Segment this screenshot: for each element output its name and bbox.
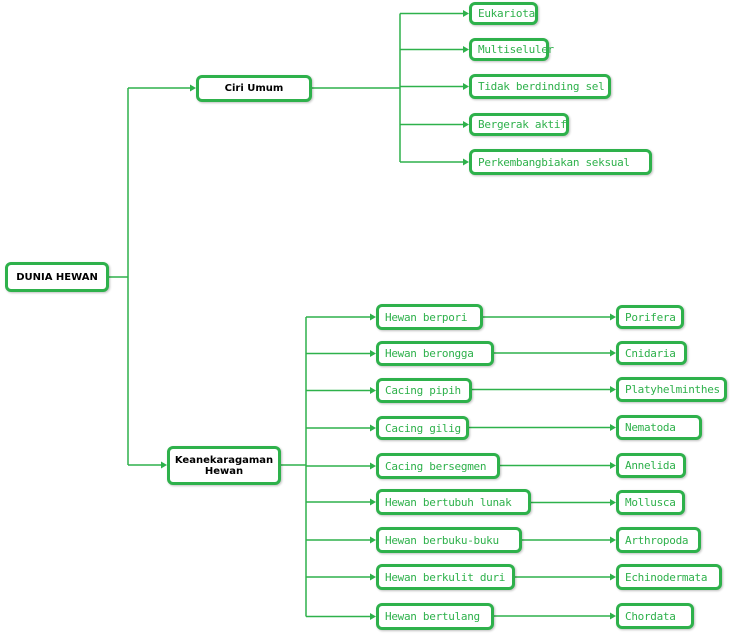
group-node: Hewan berkulit duri [376, 564, 515, 590]
phylum-node-label: Porifera [625, 310, 676, 324]
phylum-node: Echinodermata [616, 564, 722, 590]
group-branch-5-arrowhead [370, 498, 376, 506]
group-node-label: Hewan berkulit duri [385, 570, 506, 584]
group-node-label: Cacing bersegmen [385, 459, 487, 473]
group-branch-7-arrowhead [370, 573, 376, 581]
phylum-node: Platyhelminthes [616, 377, 727, 402]
group-node-label: Hewan berongga [385, 347, 474, 360]
group-node-label: Hewan berbuku-buku [385, 533, 499, 547]
phylum-node-label: Mollusca [625, 496, 676, 509]
phylum-node-label: Chordata [625, 609, 676, 623]
group-node: Hewan berongga [376, 341, 494, 366]
group-node: Cacing gilig [376, 416, 469, 440]
group-branch-4-arrowhead [370, 462, 376, 470]
group-branch-3-arrowhead [370, 424, 376, 432]
ciri-branch-3-arrowhead [463, 121, 469, 128]
group-node: Hewan berbuku-buku [376, 527, 522, 553]
phylum-node-label: Annelida [625, 459, 676, 472]
phylum-branch-8-arrowhead [610, 612, 616, 620]
ciri-item-label: Perkembangbiakan seksual [478, 155, 630, 169]
phylum-node: Annelida [616, 453, 686, 478]
group-node-label: Cacing gilig [385, 421, 461, 435]
ciri-item: Eukariota [469, 2, 538, 25]
group-branch-0-arrowhead [370, 313, 376, 321]
to-ciri-umum-arrowhead [190, 84, 196, 92]
ciri-umum-label: Ciri Umum [224, 83, 284, 94]
phylum-branch-6-arrowhead [610, 536, 616, 544]
phylum-node: Arthropoda [616, 527, 701, 553]
group-node: Hewan bertulang [376, 603, 494, 630]
group-node: Hewan berpori [376, 304, 483, 330]
phylum-node-label: Platyhelminthes [625, 383, 720, 396]
ciri-branch-4-arrowhead [463, 158, 469, 166]
phylum-node: Cnidaria [616, 341, 687, 365]
group-branch-8-arrowhead [370, 613, 376, 620]
phylum-branch-2-arrowhead [610, 386, 616, 393]
phylum-node-label: Cnidaria [625, 346, 676, 360]
root-node: DUNIA HEWAN [5, 262, 109, 292]
ciri-branch-2-arrowhead [463, 83, 469, 90]
phylum-branch-0-arrowhead [610, 313, 616, 321]
keanekaragaman-node: Keanekaragaman Hewan [167, 446, 281, 485]
group-node-label: Hewan berpori [385, 310, 468, 324]
phylum-node: Mollusca [616, 490, 685, 515]
ciri-item-label: Eukariota [478, 7, 535, 20]
group-branch-1-arrowhead [370, 350, 376, 357]
ciri-item-label: Tidak berdinding sel [478, 80, 605, 93]
ciri-item: Multiseluler [469, 38, 554, 61]
ciri-branch-1-arrowhead [463, 46, 469, 53]
keanekaragaman-label-line1: Keanekaragaman [174, 454, 274, 466]
ciri-umum-node: Ciri Umum [196, 75, 312, 102]
ciri-item: Tidak berdinding sel [469, 74, 611, 99]
phylum-node-label: Nematoda [625, 421, 676, 434]
group-node: Cacing pipih [376, 378, 472, 403]
ciri-item-label: Multiseluler [478, 43, 554, 56]
group-node-label: Cacing pipih [385, 384, 461, 397]
phylum-node-label: Arthropoda [625, 533, 689, 547]
phylum-node: Nematoda [616, 415, 702, 440]
to-keanekaragaman-arrowhead [161, 461, 167, 469]
keanekaragaman-label-line2: Hewan [204, 465, 244, 477]
phylum-node-label: Echinodermata [625, 570, 708, 584]
phylum-node: Porifera [616, 305, 684, 329]
group-node: Hewan bertubuh lunak [376, 489, 531, 515]
ciri-item: Bergerak aktif [469, 113, 569, 136]
group-node: Cacing bersegmen [376, 453, 500, 479]
root-label: DUNIA HEWAN [16, 271, 98, 283]
phylum-branch-5-arrowhead [610, 499, 616, 506]
group-branch-6-arrowhead [370, 536, 376, 544]
group-branch-2-arrowhead [370, 387, 376, 394]
ciri-item-label: Bergerak aktif [478, 118, 567, 131]
phylum-node: Chordata [616, 603, 694, 629]
ciri-branch-0-arrowhead [463, 10, 469, 17]
phylum-branch-4-arrowhead [610, 462, 616, 469]
group-node-label: Hewan bertubuh lunak [385, 495, 512, 509]
phylum-branch-3-arrowhead [610, 424, 616, 431]
group-node-label: Hewan bertulang [385, 610, 480, 623]
phylum-branch-7-arrowhead [610, 573, 616, 581]
ciri-item: Perkembangbiakan seksual [469, 149, 652, 175]
phylum-branch-1-arrowhead [610, 349, 616, 357]
